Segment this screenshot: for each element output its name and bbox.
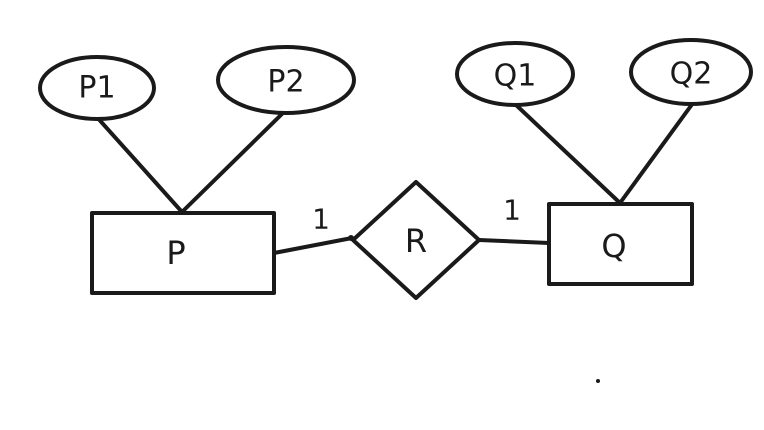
- ink-dot: [348, 235, 354, 241]
- attribute-p1-label: P1: [78, 71, 115, 106]
- cardinality-q-label: 1: [503, 194, 521, 227]
- entity-p-box: [90, 211, 276, 295]
- entity-p: P: [90, 211, 276, 295]
- cardinality-p-label: 1: [312, 203, 330, 236]
- relationship-r: R: [351, 180, 481, 300]
- entity-q: Q: [547, 202, 694, 286]
- entity-q-box: [547, 202, 694, 286]
- attribute-p1-ellipse: [38, 55, 156, 121]
- attribute-q1-label: Q1: [494, 59, 537, 94]
- attribute-p2-ellipse: [216, 45, 356, 115]
- edge-p1-p: [93, 113, 184, 214]
- edge-q1-q: [513, 102, 622, 205]
- relationship-r-diamond: [351, 180, 481, 300]
- edge-q2-q: [618, 101, 695, 205]
- ink-dot: [596, 379, 600, 383]
- attribute-q2: Q2: [629, 38, 753, 106]
- attribute-q2-ellipse: [629, 38, 753, 106]
- relationship-r-label: R: [405, 222, 427, 260]
- entity-q-label: Q: [601, 227, 626, 265]
- attribute-p2: P2: [216, 45, 356, 115]
- edge-p2-p: [180, 108, 288, 214]
- attribute-q2-label: Q2: [670, 57, 713, 92]
- edge-r-q: [477, 238, 551, 245]
- attribute-q1: Q1: [455, 41, 575, 107]
- entity-p-label: P: [166, 234, 185, 272]
- edges: [93, 101, 695, 255]
- attribute-q1-ellipse: [455, 41, 575, 107]
- attribute-p1: P1: [38, 55, 156, 121]
- attribute-p2-label: P2: [267, 65, 304, 100]
- edge-p-r: [272, 236, 354, 255]
